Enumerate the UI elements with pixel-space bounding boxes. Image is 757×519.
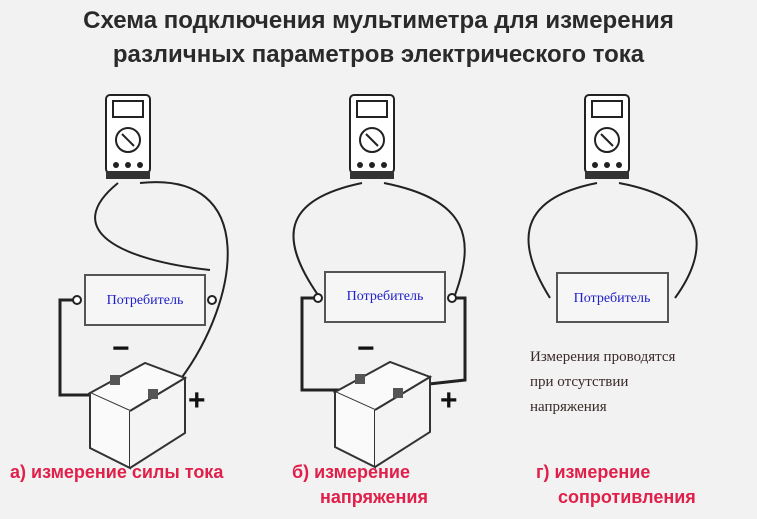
multimeter-icon (584, 94, 630, 180)
consumer-box (556, 272, 669, 323)
plus-sign: + (188, 384, 206, 417)
battery-icon (334, 361, 431, 468)
label-resistance-2: сопротивления (558, 487, 696, 507)
title-line-1: Схема подключения мультиметра для измере… (83, 7, 674, 34)
probe-wire (618, 182, 698, 299)
minus-sign: − (357, 332, 375, 365)
probe-wire (527, 182, 598, 299)
note-line-2: при отсутствии (530, 374, 629, 390)
multimeter-icon (349, 94, 395, 180)
multimeter-icon (105, 94, 151, 180)
consumer-label: Потребитель (574, 291, 651, 306)
diagram-current: Потребитель − + (58, 94, 229, 469)
label-voltage-1: б) измерение (292, 462, 410, 482)
probe-wire (292, 182, 363, 296)
diagram-resistance: Потребитель (527, 94, 698, 323)
consumer-label: Потребитель (107, 293, 184, 308)
label-voltage-2: напряжения (320, 487, 428, 507)
note-line-1: Измерения проводятся (530, 349, 676, 365)
note-line-3: напряжения (530, 399, 607, 415)
consumer-box (324, 271, 446, 323)
probe-wire (94, 182, 211, 271)
resistance-note: Измерения проводятся при отсутствии напр… (530, 345, 675, 420)
plus-sign: + (440, 384, 458, 417)
diagram-voltage: Потребитель − + (292, 94, 467, 468)
title-line-2: различных параметров электрического тока (112, 41, 645, 68)
label-current: а) измерение силы тока (10, 462, 224, 482)
probe-wire (383, 182, 466, 296)
minus-sign: − (112, 332, 130, 365)
battery-icon (89, 362, 186, 469)
label-resistance-1: г) измерение (536, 462, 651, 482)
probe-wire (139, 181, 229, 381)
consumer-box (84, 274, 206, 326)
consumer-label: Потребитель (347, 289, 424, 304)
